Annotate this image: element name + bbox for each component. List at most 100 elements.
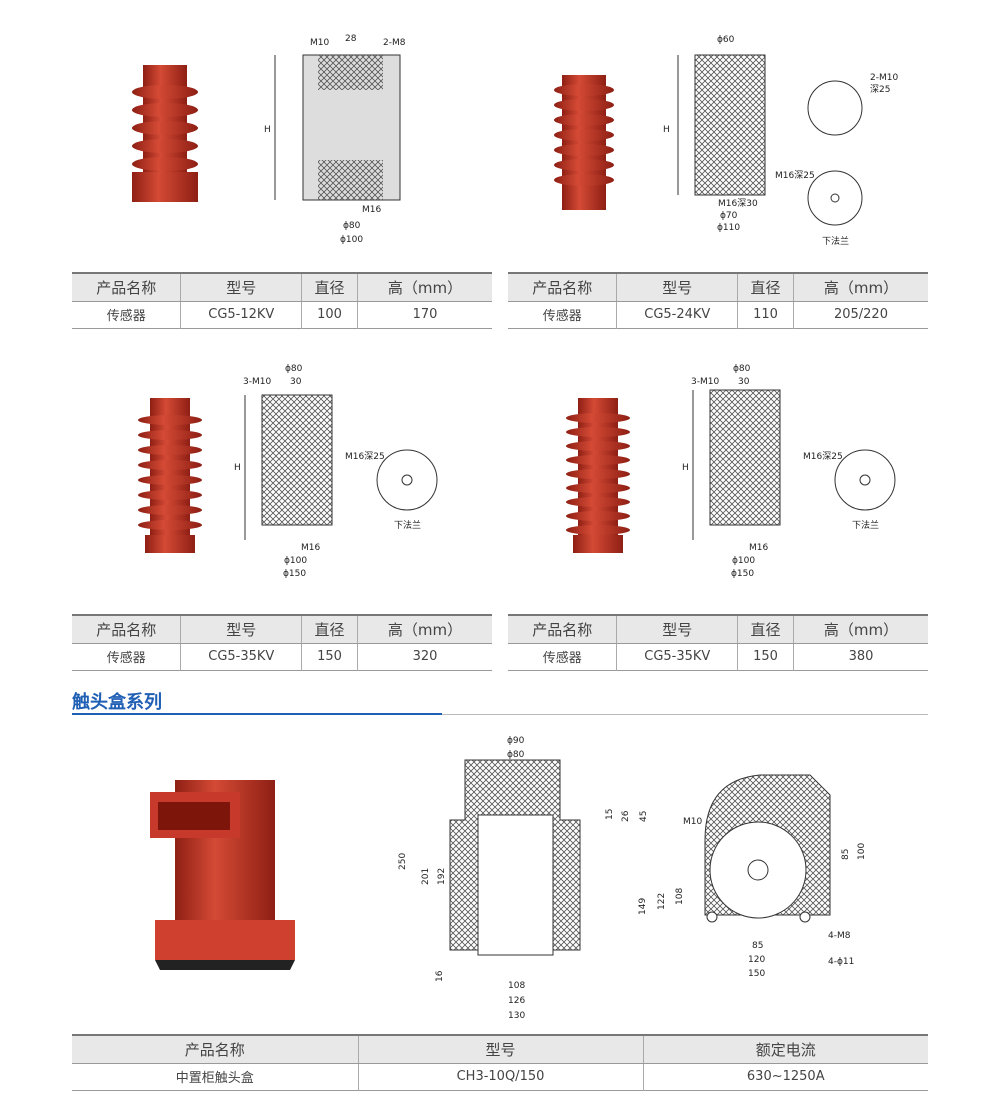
svg-text:M16深25: M16深25 (775, 170, 815, 181)
svg-text:ϕ100: ϕ100 (284, 556, 307, 566)
table-cell: 中置柜触头盒 (175, 1071, 254, 1086)
table-cell: CG5-24KV (616, 301, 738, 328)
col-header: 高（mm） (792, 273, 928, 302)
svg-text:4-M8: 4-M8 (828, 931, 851, 941)
svg-text:ϕ150: ϕ150 (731, 569, 754, 579)
svg-text:2-M10: 2-M10 (870, 73, 898, 83)
table-cell: CG5-12KV (180, 301, 302, 328)
sensor-photo-cg5-35kv-380 (566, 398, 630, 553)
svg-text:4-ϕ11: 4-ϕ11 (828, 957, 854, 967)
svg-text:126: 126 (508, 996, 525, 1006)
col-header: 直径 (737, 615, 794, 644)
col-header: 型号 (616, 273, 738, 302)
svg-text:122: 122 (657, 893, 667, 910)
table-cell: 150 (301, 643, 358, 670)
svg-text:45: 45 (639, 811, 649, 822)
col-header: 高（mm） (792, 615, 928, 644)
svg-text:130: 130 (508, 1011, 525, 1021)
svg-text:H: H (682, 463, 689, 473)
svg-text:250: 250 (398, 853, 408, 870)
table-cell: CG5-35KV (180, 643, 302, 670)
col-header: 型号 (616, 615, 738, 644)
table-cell: 传感器 (542, 651, 582, 666)
table-cell: 传感器 (106, 651, 146, 666)
svg-text:149: 149 (638, 898, 648, 915)
svg-text:ϕ150: ϕ150 (283, 569, 306, 579)
table-cell: 170 (356, 301, 492, 328)
svg-text:150: 150 (748, 969, 765, 979)
svg-text:3-M10: 3-M10 (691, 377, 719, 387)
svg-text:M16: M16 (362, 205, 381, 215)
table-cell: 150 (737, 643, 794, 670)
svg-text:H: H (234, 463, 241, 473)
table-cell: 100 (301, 301, 358, 328)
svg-text:M10: M10 (683, 817, 702, 827)
svg-text:深25: 深25 (870, 84, 890, 95)
svg-text:下法兰: 下法兰 (822, 235, 849, 247)
col-header: 额定电流 (642, 1035, 928, 1064)
col-header: 产品名称 (72, 273, 181, 302)
section-title: 触头盒系列 (72, 692, 162, 713)
svg-text:85: 85 (841, 849, 851, 860)
svg-text:120: 120 (748, 955, 765, 965)
svg-text:30: 30 (290, 377, 302, 387)
svg-text:ϕ60: ϕ60 (717, 35, 735, 45)
svg-text:M16: M16 (749, 543, 768, 553)
col-header: 产品名称 (72, 615, 181, 644)
svg-text:2-M8: 2-M8 (383, 38, 406, 48)
svg-text:ϕ80: ϕ80 (733, 364, 751, 374)
table-cell: 110 (737, 301, 794, 328)
sensor-photo-cg5-12kv (132, 65, 198, 202)
svg-text:108: 108 (508, 981, 525, 991)
table-cell: 205/220 (792, 301, 928, 328)
svg-text:201: 201 (421, 868, 431, 885)
svg-text:ϕ80: ϕ80 (507, 750, 525, 760)
svg-text:下法兰: 下法兰 (394, 519, 421, 531)
svg-text:ϕ80: ϕ80 (343, 221, 361, 231)
svg-text:15: 15 (605, 809, 615, 820)
svg-text:M16: M16 (301, 543, 320, 553)
col-header: 直径 (737, 273, 794, 302)
svg-text:ϕ100: ϕ100 (732, 556, 755, 566)
col-header: 高（mm） (356, 615, 492, 644)
svg-text:100: 100 (857, 843, 867, 860)
svg-text:M16深25: M16深25 (345, 451, 385, 462)
sensor-photo-cg5-24kv (554, 75, 614, 210)
svg-text:3-M10: 3-M10 (243, 377, 271, 387)
svg-text:30: 30 (738, 377, 750, 387)
svg-text:85: 85 (752, 941, 763, 951)
table-cell: CH3-10Q/150 (357, 1063, 643, 1090)
svg-text:下法兰: 下法兰 (852, 519, 879, 531)
svg-text:H: H (663, 125, 670, 135)
section-underline (72, 713, 442, 715)
col-header: 型号 (357, 1035, 643, 1064)
svg-text:16: 16 (435, 970, 445, 982)
svg-text:28: 28 (345, 34, 357, 44)
svg-text:H: H (264, 125, 271, 135)
section-divider (442, 714, 928, 715)
col-header: 型号 (180, 273, 302, 302)
col-header: 型号 (180, 615, 302, 644)
svg-text:ϕ100: ϕ100 (340, 235, 363, 245)
col-header: 产品名称 (508, 615, 617, 644)
svg-text:ϕ70: ϕ70 (720, 211, 738, 221)
table-cell: 380 (792, 643, 928, 670)
svg-text:M16深25: M16深25 (803, 451, 843, 462)
table-cell: 320 (356, 643, 492, 670)
table-cell: CG5-35KV (616, 643, 738, 670)
svg-text:ϕ110: ϕ110 (717, 223, 740, 233)
svg-text:M10: M10 (310, 38, 329, 48)
table-cell: 传感器 (106, 309, 146, 324)
svg-text:ϕ90: ϕ90 (507, 736, 525, 746)
